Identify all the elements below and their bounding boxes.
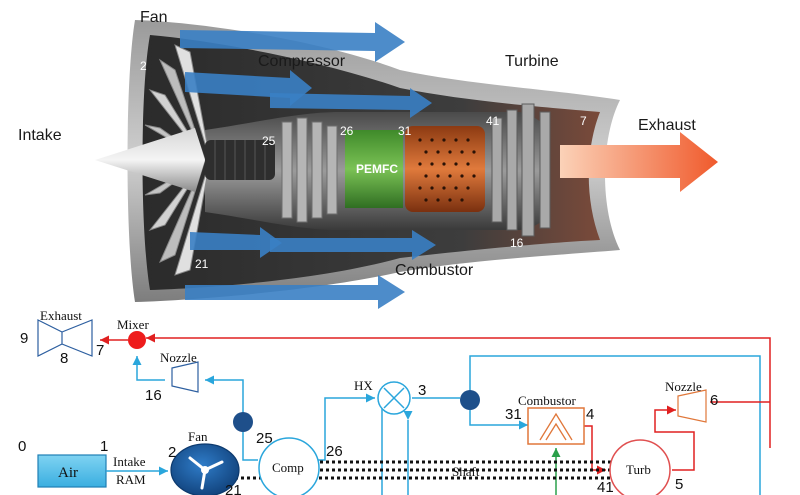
label-exhaust: Exhaust (638, 117, 696, 134)
cycle-schematic: Exhaust Mixer Nozzle HX Combustor Nozzle… (18, 308, 771, 495)
sch-node-6: 6 (710, 392, 718, 409)
shaft-hub (205, 140, 275, 180)
turbine-stages (491, 103, 551, 237)
label-turbine: Turbine (505, 53, 559, 70)
station-7: 7 (580, 114, 587, 128)
sch-label-nozzle-core: Nozzle (665, 379, 702, 394)
engine-cutaway: Fan Compressor Turbine Intake Exhaust Co… (18, 9, 718, 309)
sch-label-shaft: Shaft (452, 464, 480, 479)
label-fan: Fan (140, 9, 168, 26)
sch-label-combustor: Combustor (518, 393, 576, 408)
station-21: 21 (195, 257, 209, 271)
sch-node-1: 1 (100, 438, 108, 455)
spinner-cone (95, 128, 205, 192)
label-intake: Intake (18, 127, 62, 144)
sch-label-turb: Turb (626, 462, 651, 477)
sch-node-31: 31 (505, 406, 522, 423)
sch-node-0: 0 (18, 438, 26, 455)
splitter-node-hx (460, 390, 480, 410)
sch-node-26: 26 (326, 443, 343, 460)
station-25: 25 (262, 134, 276, 148)
mixer-node (128, 331, 146, 349)
label-compressor: Compressor (258, 53, 346, 70)
air-box (37, 454, 107, 488)
sch-label-hx: HX (354, 378, 373, 393)
sch-node-4: 4 (586, 406, 594, 423)
label-pemfc: PEMFC (356, 162, 398, 176)
station-2: 2 (140, 59, 147, 73)
sch-label-intake: Intake (113, 454, 146, 469)
compressor-node (258, 437, 320, 495)
sch-node-21: 21 (225, 482, 242, 495)
sch-node-2: 2 (168, 444, 176, 461)
sch-node-7: 7 (96, 342, 104, 359)
station-31: 31 (398, 124, 412, 138)
sch-node-5: 5 (675, 476, 683, 493)
compressor-stages (281, 117, 338, 223)
pemfc-stack (345, 130, 403, 208)
station-41: 41 (486, 114, 500, 128)
sch-label-mixer: Mixer (117, 317, 149, 332)
exhaust-plume (560, 132, 718, 192)
station-26: 26 (340, 124, 354, 138)
station-16: 16 (510, 236, 524, 250)
mixer-return-line (146, 333, 771, 448)
sch-label-nozzle-bypass: Nozzle (160, 350, 197, 365)
label-combustor: Combustor (395, 262, 474, 279)
sch-label-ram: RAM (116, 472, 146, 487)
splitter-node-fan (233, 412, 253, 432)
exhaust-nozzle-shape (37, 319, 93, 357)
sch-node-3: 3 (418, 382, 426, 399)
bypass-flow-arrows (180, 22, 436, 309)
combustor-can (405, 126, 485, 212)
sch-node-8: 8 (60, 350, 68, 367)
sch-node-16: 16 (145, 387, 162, 404)
sch-label-comp: Comp (272, 460, 304, 475)
core-nozzle-shape (677, 389, 707, 423)
bypass-nozzle-shape (171, 361, 199, 393)
sch-label-exhaust: Exhaust (40, 308, 82, 323)
sch-node-25: 25 (256, 430, 273, 447)
sch-node-9: 9 (20, 330, 28, 347)
turbine-node (609, 439, 671, 495)
sch-node-41: 41 (597, 479, 614, 495)
sch-label-fan: Fan (188, 429, 208, 444)
sch-label-air: Air (58, 465, 78, 481)
